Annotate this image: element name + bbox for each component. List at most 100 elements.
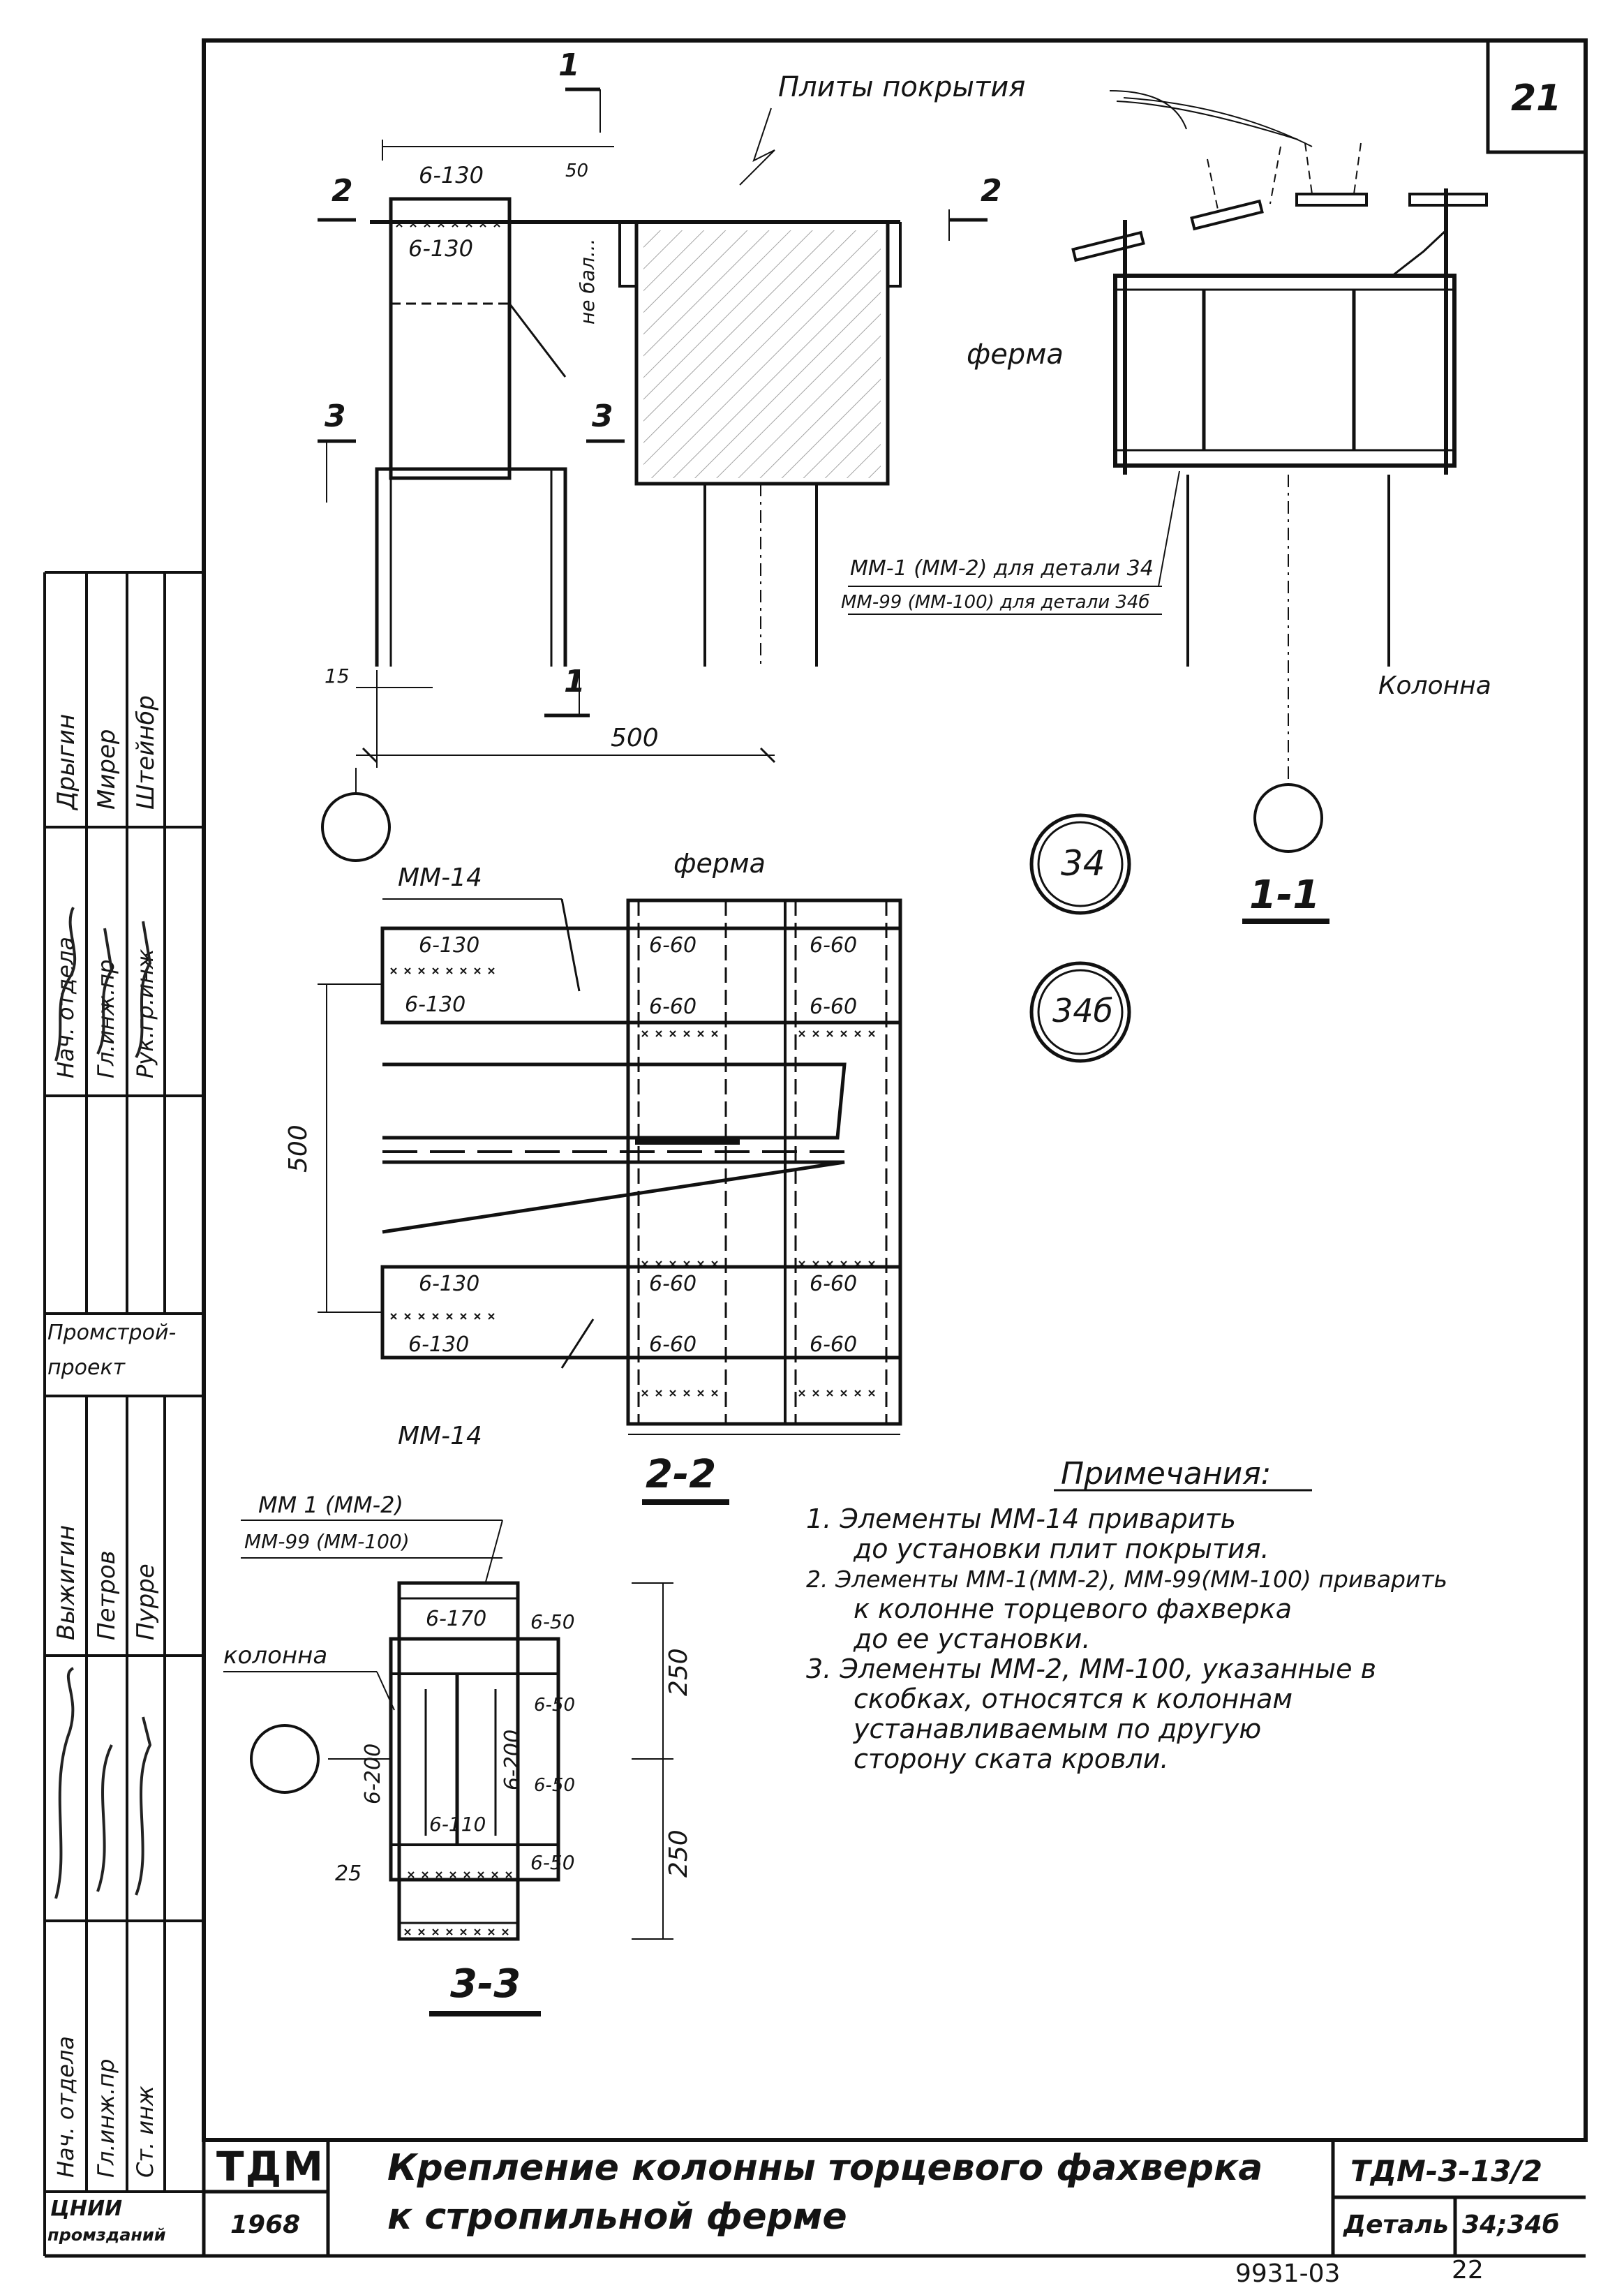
detail-value: 34;34б bbox=[1462, 2211, 1560, 2239]
title-line-1: Крепление колонны торцевого фахверка bbox=[387, 2147, 1263, 2189]
section-title-2-2: 2-2 bbox=[646, 1452, 717, 1497]
label-truss-2: ферма bbox=[673, 848, 766, 879]
dim-250-bottom: 250 bbox=[664, 1829, 693, 1878]
weld-22-12: 6-60 bbox=[810, 1332, 858, 1357]
section-title-3-3: 3-3 bbox=[450, 1961, 521, 2007]
org-bottom-1: ЦНИИ bbox=[50, 2197, 123, 2221]
sheet-number: 21 bbox=[1511, 77, 1562, 119]
weld-22-11: 6-60 bbox=[649, 1332, 697, 1357]
dim-15: 15 bbox=[325, 664, 350, 688]
ref-34-text: 34 bbox=[1061, 843, 1105, 884]
title-block-lines bbox=[45, 2140, 1586, 2258]
mm1-label: ММ 1 (ММ-2) bbox=[258, 1492, 404, 1518]
main-view-34 bbox=[318, 87, 988, 794]
cut-1-bottom: 1 bbox=[564, 664, 586, 699]
cut-3-right: 3 bbox=[592, 399, 613, 434]
mm99-label: ММ-99 (ММ-100) bbox=[244, 1530, 410, 1553]
plates-leader bbox=[739, 90, 1313, 186]
stamp-upper-role-3: Рук.гр.инж bbox=[132, 949, 158, 1078]
weld-22-9: 6-60 bbox=[649, 1272, 697, 1296]
dim-500-side: 500 bbox=[284, 1124, 313, 1173]
weld-22-1: 6-130 bbox=[419, 933, 480, 958]
stamp-upper-org-1: Промстрой- bbox=[47, 1321, 177, 1345]
weld-33-3: 6-50 bbox=[534, 1695, 576, 1716]
section-1-1 bbox=[848, 142, 1488, 924]
ref-34-inner bbox=[1037, 821, 1124, 907]
org-bottom-2: промзданий bbox=[47, 2225, 166, 2245]
year: 1968 bbox=[230, 2211, 301, 2239]
weld-33-7: 6-200 bbox=[500, 1729, 525, 1790]
label-column: Колонна bbox=[1378, 671, 1491, 700]
weld-22-5: 6-60 bbox=[649, 995, 697, 1019]
ref-34-outer bbox=[1029, 813, 1131, 915]
left-stamp-lines bbox=[43, 571, 204, 2256]
mm14-bottom-label: ММ-14 bbox=[398, 1422, 482, 1450]
weld-marks-3-3 bbox=[404, 1871, 512, 1936]
cut-3-left: 3 bbox=[325, 399, 346, 434]
weld-top-1: 6-130 bbox=[419, 162, 484, 188]
stamp-upper-name-3: Штейнбр bbox=[132, 695, 160, 810]
section-title-1-1: 1-1 bbox=[1249, 872, 1320, 918]
stamp-upper-org-2: проект bbox=[47, 1355, 126, 1380]
weld-33-2: 6-50 bbox=[530, 1610, 575, 1633]
note-line-8: устанавливаемым по другую bbox=[854, 1714, 1262, 1744]
cut-1-top: 1 bbox=[558, 47, 580, 83]
weld-22-6: 6-60 bbox=[810, 995, 858, 1019]
note-line-6: 3. Элементы ММ-2, ММ-100, указанные в bbox=[806, 1654, 1376, 1684]
note-line-4: к колонне торцевого фахверка bbox=[854, 1594, 1293, 1624]
cut-2-left: 2 bbox=[331, 173, 353, 209]
axis-circle-right bbox=[1253, 783, 1323, 853]
notes-list: 1. Элементы ММ-14 приварить до установки… bbox=[806, 1504, 1447, 1774]
section-2-2 bbox=[318, 898, 902, 1505]
dim-25: 25 bbox=[335, 1862, 362, 1886]
note-line-5: до ее установки. bbox=[854, 1624, 1091, 1654]
note-line-7: скобках, относятся к колоннам bbox=[854, 1684, 1293, 1714]
logo-tdm: ТДМ bbox=[216, 2143, 325, 2190]
stamp-lower-role-1: Нач. отдела bbox=[52, 2035, 79, 2178]
stamp-lower-name-2: Петров bbox=[93, 1550, 121, 1640]
weld-33-4: 6-50 bbox=[534, 1775, 576, 1796]
stamp-upper-name-1: Дрыгин bbox=[52, 713, 80, 810]
notes-heading: Примечания: bbox=[1061, 1456, 1272, 1492]
mm14-top-label: ММ-14 bbox=[398, 863, 482, 892]
axis-circle-left bbox=[321, 792, 391, 862]
sheet-code: ТДМ-3-13/2 bbox=[1350, 2154, 1542, 2188]
stamp-lower-role-2: Гл.инж.пр bbox=[93, 2058, 119, 2178]
label-plates: Плиты покрытия bbox=[778, 71, 1026, 103]
dim-250-top: 250 bbox=[664, 1648, 693, 1696]
sheet-number-box bbox=[1486, 38, 1588, 154]
weld-22-3: 6-60 bbox=[649, 933, 697, 958]
weld-33-8: 6-110 bbox=[429, 1813, 486, 1836]
mm-note-2: ММ-99 (ММ-100) для детали 34б bbox=[841, 592, 1150, 613]
note-line-1: 1. Элементы ММ-14 приварить bbox=[806, 1503, 1237, 1534]
title-line-2: к стропильной ферме bbox=[387, 2196, 847, 2238]
weld-22-10: 6-60 bbox=[810, 1272, 858, 1296]
weld-33-6: 6-200 bbox=[361, 1743, 385, 1804]
stamp-lower-name-3: Пурре bbox=[132, 1563, 160, 1640]
sheet-frame bbox=[202, 38, 1588, 2142]
ref-34b-text: 34б bbox=[1052, 992, 1113, 1030]
label-column-2: колонна bbox=[223, 1642, 328, 1670]
label-not-welded: не бал... bbox=[576, 238, 599, 325]
dim-50: 50 bbox=[565, 161, 589, 181]
dim-500-top: 500 bbox=[611, 724, 659, 752]
weld-top-2: 6-130 bbox=[408, 235, 473, 262]
mm-note-1: ММ-1 (ММ-2) для детали 34 bbox=[850, 556, 1154, 581]
weld-22-4: 6-60 bbox=[810, 933, 858, 958]
weld-marks-top bbox=[396, 221, 500, 228]
page-number: 22 bbox=[1452, 2256, 1484, 2285]
axis-circle-3-3 bbox=[250, 1724, 320, 1794]
section-3-3 bbox=[223, 1520, 673, 2016]
weld-33-1: 6-170 bbox=[426, 1607, 487, 1631]
detail-label: Деталь bbox=[1343, 2211, 1449, 2239]
stamp-lower-name-1: Выжигин bbox=[52, 1524, 80, 1640]
stamp-upper-name-2: Мирер bbox=[93, 729, 121, 810]
archive-number: 9931-03 bbox=[1235, 2259, 1341, 2288]
note-line-9: сторону ската кровли. bbox=[854, 1744, 1169, 1774]
weld-22-7: 6-130 bbox=[419, 1272, 480, 1296]
stamp-upper-role-1: Нач. отдела bbox=[52, 936, 79, 1078]
weld-marks-2-2 bbox=[390, 967, 875, 1397]
ref-34b-outer bbox=[1029, 961, 1131, 1063]
label-truss: ферма bbox=[967, 339, 1064, 371]
